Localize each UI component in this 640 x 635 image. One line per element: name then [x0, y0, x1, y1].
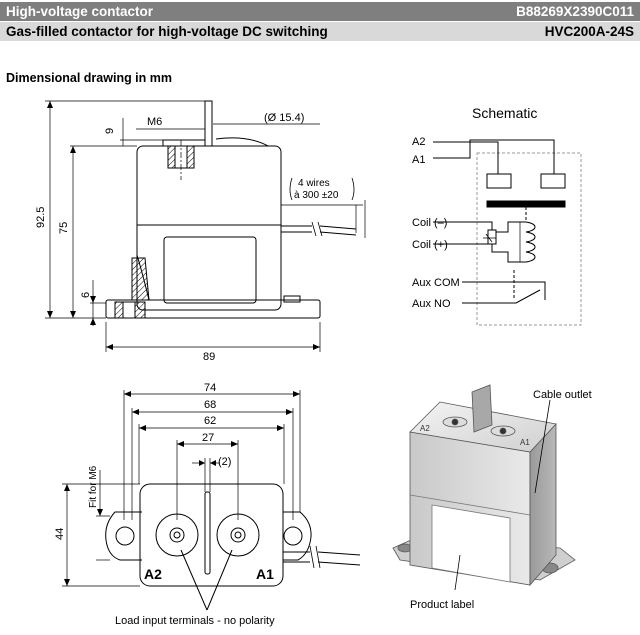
- schematic-coil: [525, 221, 536, 263]
- terminal-cap: [162, 139, 206, 147]
- schematic-contact-a1: [540, 173, 566, 189]
- section-title: Dimensional drawing in mm: [6, 71, 172, 85]
- dim-92-5-label: 92.5: [35, 207, 47, 228]
- top-view-drawing: [62, 390, 361, 611]
- schematic-diagram: [433, 139, 582, 326]
- schematic-label-aux-com: Aux COM: [412, 277, 460, 289]
- schematic-label-coil-plus: Coil (+): [412, 239, 448, 251]
- product-subtitle: Gas-filled contactor for high-voltage DC…: [6, 24, 328, 39]
- dim-44-label: 44: [54, 528, 66, 540]
- terminal-label-a1: A1: [256, 566, 274, 582]
- mounting-ear-right: [283, 511, 312, 561]
- dim-6-label: 6: [80, 292, 92, 298]
- product-tab: [471, 384, 493, 433]
- order-number: B88269X2390C011: [516, 4, 634, 19]
- terminal-a2-outline: [155, 513, 199, 557]
- terminal-tab: [204, 100, 213, 147]
- dim-62-label: 62: [204, 415, 216, 427]
- schematic-contact-a2: [486, 173, 512, 189]
- terminal-label-a2: A2: [144, 566, 162, 582]
- product-title: High-voltage contactor: [6, 4, 154, 19]
- mounting-flange: [105, 299, 321, 319]
- side-label-window: [163, 236, 257, 304]
- schematic-title: Schematic: [472, 105, 537, 121]
- type-code: HVC200A-24S: [544, 24, 634, 39]
- terminal-a1-outline: [216, 513, 260, 557]
- contactor-body-outline: [136, 145, 282, 311]
- dim-74-label: 74: [204, 382, 216, 394]
- schematic-label-aux-no: Aux NO: [412, 298, 451, 310]
- mounting-ear-left: [105, 511, 142, 561]
- schematic-label-coil-minus: Coil (–): [412, 217, 447, 229]
- diameter-label: (Ø 15.4): [264, 112, 304, 124]
- header-bar-primary: High-voltage contactor B88269X2390C011: [0, 2, 640, 21]
- thread-label: M6: [147, 116, 162, 128]
- dim-89-label: 89: [203, 351, 215, 363]
- schematic-label-a2: A2: [412, 136, 425, 148]
- cable-outlet-label: Cable outlet: [533, 389, 592, 401]
- svg-text:A1: A1: [520, 438, 530, 447]
- dim-68-label: 68: [204, 399, 216, 411]
- terminals-note: Load input terminals - no polarity: [115, 615, 275, 627]
- dim-75-label: 75: [58, 222, 70, 234]
- wires-label-line2: à 300 ±20: [294, 190, 339, 201]
- schematic-bridge: [486, 200, 566, 208]
- header-bar-secondary: Gas-filled contactor for high-voltage DC…: [0, 22, 640, 41]
- terminal-leader-lines: [180, 549, 233, 611]
- dim-27-label: 27: [202, 432, 214, 444]
- dim-2-label: (2): [218, 456, 231, 468]
- top-view-body: [139, 483, 284, 587]
- product-3d-view: A2 A1: [392, 384, 576, 591]
- product-label-caption: Product label: [410, 599, 474, 611]
- dim-9-label: 9: [104, 128, 116, 134]
- schematic-label-a1: A1: [412, 154, 425, 166]
- fit-for-m6-label: Fit for M6: [88, 465, 99, 508]
- side-view-drawing: [45, 100, 366, 352]
- svg-text:A2: A2: [420, 424, 430, 433]
- wires-label-line1: 4 wires: [298, 178, 330, 189]
- product-label-area: [431, 504, 511, 583]
- center-tab: [204, 491, 211, 575]
- wire-leads: [281, 225, 357, 236]
